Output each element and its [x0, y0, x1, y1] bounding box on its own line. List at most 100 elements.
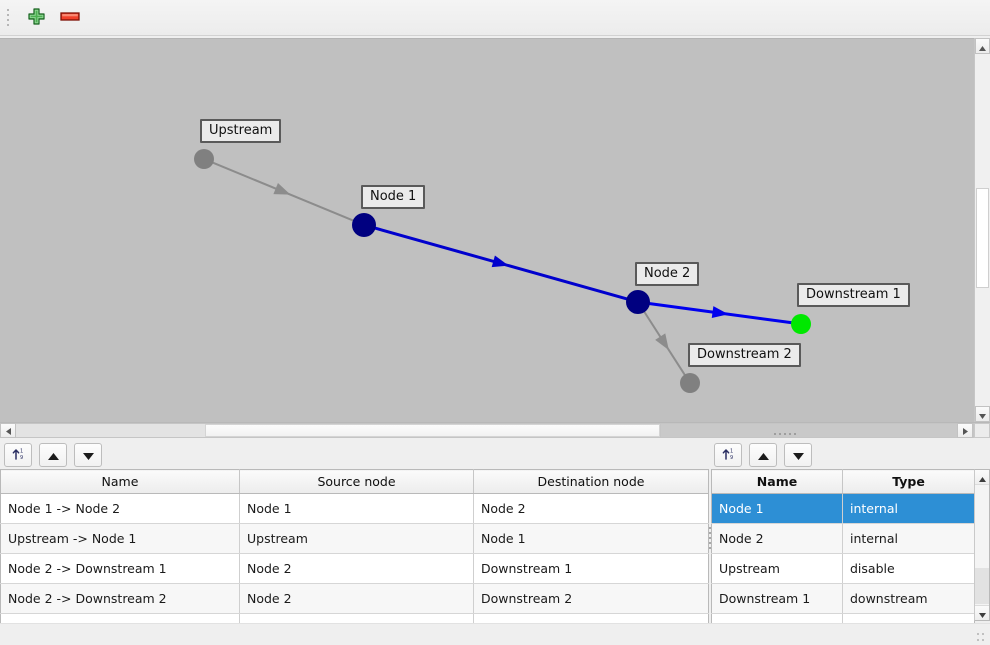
panes-splitter-handle[interactable]	[708, 525, 711, 551]
nodes-table-cell-type[interactable]: internal	[842, 523, 975, 554]
canvas-hscroll-track-left[interactable]	[16, 424, 205, 437]
nodes-table-cell-type[interactable]: downstream	[842, 583, 975, 614]
add-node-button[interactable]	[19, 3, 53, 33]
edges-table-cell-name[interactable]: Node 2 -> Downstream 1	[0, 553, 240, 584]
plus-icon	[27, 7, 46, 29]
edges-move-down-button[interactable]	[74, 443, 102, 467]
canvas-horizontal-scroll-thumb[interactable]	[205, 424, 660, 437]
edges-table-column-header[interactable]: Destination node	[473, 469, 709, 494]
edges-table-column-header[interactable]: Name	[0, 469, 240, 494]
scroll-right-button[interactable]	[957, 423, 973, 438]
nodes-table-cell-name[interactable]: Node 1	[711, 493, 843, 524]
edges-table-cell-source[interactable]: Node 1	[239, 493, 474, 524]
resize-grip[interactable]	[977, 633, 987, 643]
edges-table-cell-source[interactable]: Upstream	[239, 523, 474, 554]
nodes-table-cell-name[interactable]: Upstream	[711, 553, 843, 584]
graph-node-label-downstream1[interactable]: Downstream 1	[797, 283, 910, 307]
nodes-table-cell-type[interactable]: disable	[842, 553, 975, 584]
scroll-left-button[interactable]	[0, 423, 16, 438]
edges-table-cell-destination[interactable]: Node 1	[473, 523, 709, 554]
triangle-left-icon	[5, 423, 11, 438]
graph-node-node1[interactable]	[352, 213, 376, 237]
canvas-vertical-scrollbar[interactable]	[974, 38, 990, 422]
canvas-hscroll-track-right[interactable]	[661, 424, 973, 437]
nodes-panel-toolbar: 1 9	[711, 441, 990, 469]
edges-table-cell-name[interactable]: Node 2 -> Downstream 2	[0, 583, 240, 614]
svg-text:1: 1	[730, 449, 733, 455]
nodes-table-cell-name[interactable]: Node 2	[711, 523, 843, 554]
nodes-table-cell-type[interactable]: internal	[842, 493, 975, 524]
canvas-splitter-handle[interactable]	[770, 432, 800, 436]
edges-table-cell-name[interactable]: Node 1 -> Node 2	[0, 493, 240, 524]
triangle-up-icon	[979, 39, 986, 54]
nodes-move-down-button[interactable]	[784, 443, 812, 467]
edges-table-cell-source[interactable]: Node 2	[239, 583, 474, 614]
nodes-scroll-up-button[interactable]	[975, 470, 989, 485]
scroll-down-button[interactable]	[975, 406, 990, 422]
nodes-scroll-down-button[interactable]	[975, 605, 989, 620]
nodes-sort-button[interactable]: 1 9	[714, 443, 742, 467]
canvas-vertical-scroll-thumb[interactable]	[976, 188, 989, 288]
edges-sort-button[interactable]: 1 9	[4, 443, 32, 467]
graph-node-downstream1[interactable]	[791, 314, 811, 334]
nodes-table-cell-name[interactable]: Downstream 1	[711, 583, 843, 614]
toolbar-drag-handle[interactable]	[3, 7, 13, 29]
scroll-up-button[interactable]	[975, 38, 990, 54]
remove-node-button[interactable]	[53, 3, 87, 33]
sort-arrow-icon: 1 9	[721, 446, 736, 464]
edges-table-cell-name[interactable]: Upstream -> Node 1	[0, 523, 240, 554]
nodes-move-up-button[interactable]	[749, 443, 777, 467]
edges-table-cell-source[interactable]: Node 2	[239, 553, 474, 584]
triangle-up-icon	[757, 448, 769, 463]
graph-node-node2[interactable]	[626, 290, 650, 314]
nodes-table-column-header[interactable]: Name	[711, 469, 843, 494]
nodes-scroll-thumb[interactable]	[975, 568, 989, 604]
edges-move-up-button[interactable]	[39, 443, 67, 467]
graph-node-upstream[interactable]	[194, 149, 214, 169]
triangle-down-icon	[82, 448, 94, 463]
edges-table-cell-destination[interactable]: Downstream 2	[473, 583, 709, 614]
triangle-up-icon	[978, 470, 986, 485]
graph-node-label-upstream[interactable]: Upstream	[200, 119, 282, 143]
edges-table-cell-destination[interactable]: Node 2	[473, 493, 709, 524]
triangle-right-icon	[962, 423, 968, 438]
main-toolbar	[0, 0, 990, 36]
nodes-table-column-header[interactable]: Type	[842, 469, 975, 494]
edges-table-cell-destination[interactable]: Downstream 1	[473, 553, 709, 584]
graph-node-label-node1[interactable]: Node 1	[361, 185, 426, 209]
edge-arrowhead	[655, 333, 669, 351]
svg-text:9: 9	[730, 455, 733, 461]
svg-text:1: 1	[20, 449, 23, 455]
graph-node-label-node2[interactable]: Node 2	[635, 262, 700, 286]
graph-node-downstream2[interactable]	[680, 373, 700, 393]
graph-svg	[194, 149, 811, 393]
graph-node-label-downstream2[interactable]: Downstream 2	[688, 343, 801, 367]
edges-panel-toolbar: 1 9	[0, 441, 708, 469]
edges-table-column-header[interactable]: Source node	[239, 469, 474, 494]
triangle-up-icon	[47, 448, 59, 463]
nodes-table-scrollbar[interactable]	[974, 469, 990, 621]
edge-layer	[211, 161, 793, 376]
svg-text:9: 9	[20, 455, 23, 461]
edge-arrowhead	[491, 255, 509, 268]
canvas-horizontal-scrollbar[interactable]	[0, 422, 990, 438]
